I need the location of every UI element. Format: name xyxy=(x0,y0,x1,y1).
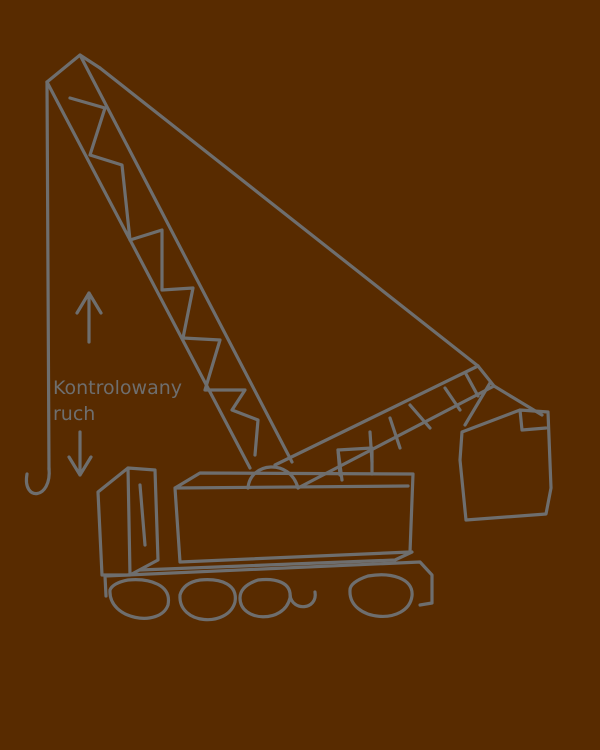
hoist-cable xyxy=(47,82,49,470)
load-box xyxy=(460,410,551,520)
wheel-4 xyxy=(290,592,315,607)
arrow-up-icon xyxy=(77,293,101,342)
wheel-3 xyxy=(240,580,290,617)
wheel-1 xyxy=(110,580,169,619)
wheel-5 xyxy=(350,575,412,617)
motion-label: Kontrolowany ruch xyxy=(53,375,182,427)
crane-hook-icon xyxy=(26,468,49,494)
machine-body xyxy=(175,473,413,562)
wheel-2 xyxy=(180,580,235,620)
arrow-down-icon xyxy=(69,432,91,475)
boom-pivot xyxy=(248,467,298,488)
cab xyxy=(98,468,158,575)
jib-upper xyxy=(275,366,478,465)
suspension-cable xyxy=(100,68,478,366)
load-sling xyxy=(465,383,542,425)
